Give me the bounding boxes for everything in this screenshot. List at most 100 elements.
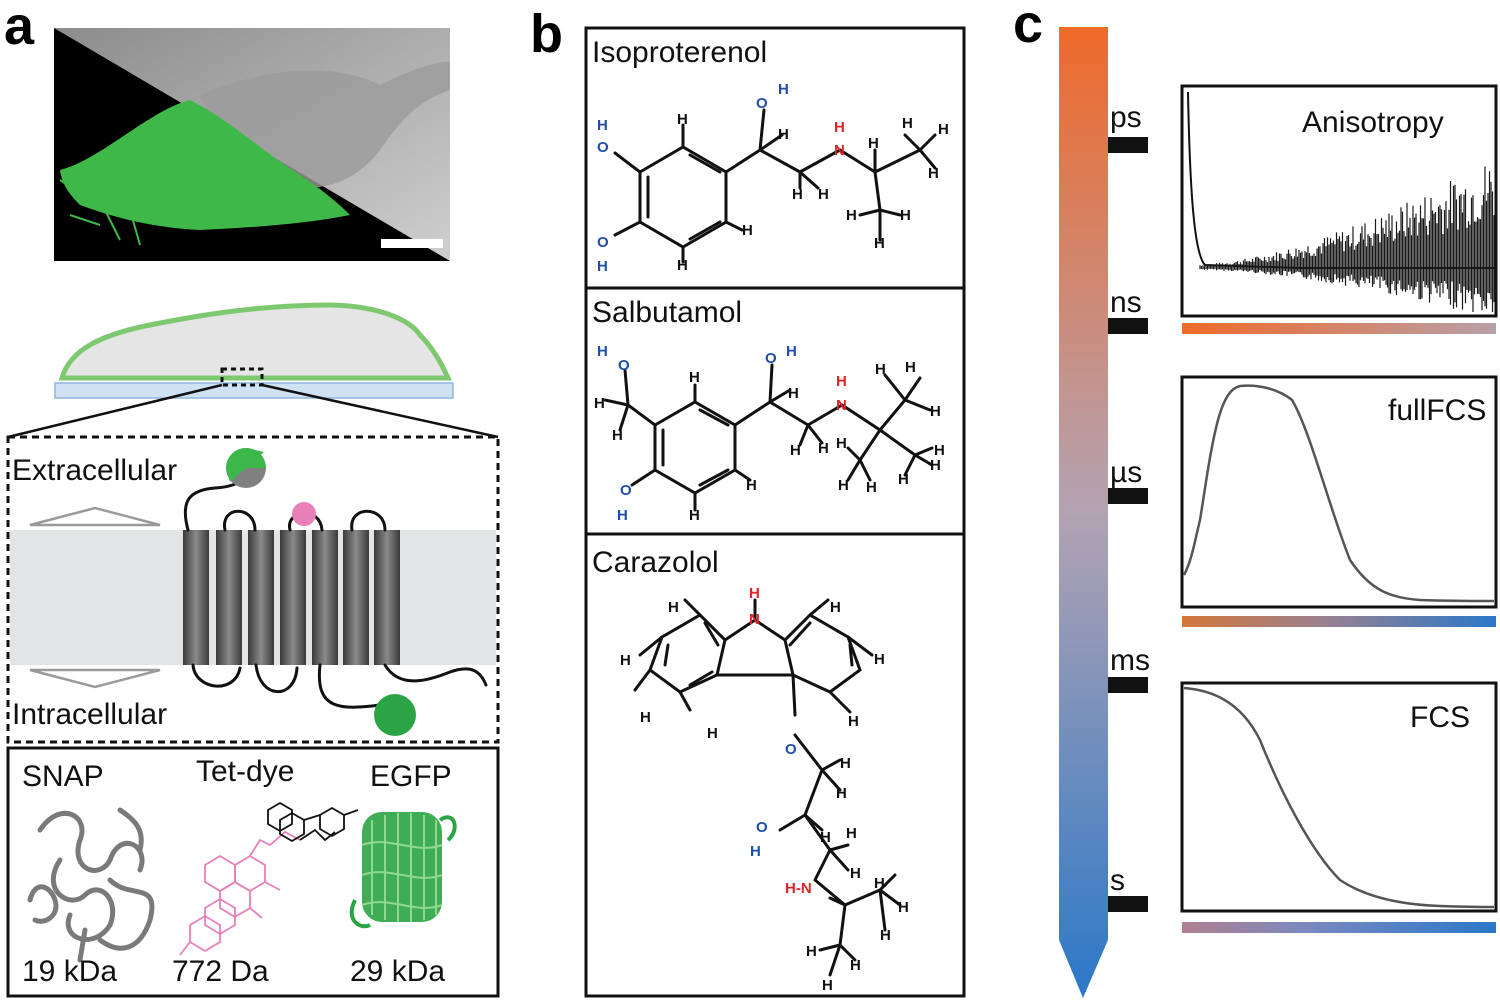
ecl3 [350,509,387,532]
svg-text:H: H [898,471,909,488]
tm-helix-4 [280,530,306,665]
svg-text:H: H [617,507,628,524]
svg-text:H: H [900,207,911,224]
svg-text:H: H [750,843,761,860]
molecule-title: Isoproterenol [592,36,767,69]
scale-bar [381,239,443,248]
range-bar-fcs [1182,922,1496,933]
svg-text:H: H [677,257,688,274]
svg-text:O: O [597,139,609,156]
timescale-label-ps: ps [1110,101,1142,134]
svg-text:H: H [668,599,679,616]
microscopy-image [54,28,450,261]
svg-text:H: H [620,652,631,669]
svg-text:O: O [756,95,768,112]
fullfcs-curve [1182,384,1495,603]
svg-text:H: H [597,117,608,134]
ecl1 [223,509,257,532]
n-terminus-loop [183,476,247,532]
svg-text:H: H [836,435,847,452]
svg-text:O: O [618,357,630,374]
svg-text:H: H [846,825,857,842]
svg-text:H: H [836,785,847,802]
svg-text:O: O [785,741,797,758]
tick-ms [1108,677,1148,693]
labels-box-outline [6,746,500,998]
coverslip [54,382,454,399]
cell-cross-section [7,302,499,439]
tm-helix-6 [343,530,369,665]
tm-helix-1 [183,530,209,665]
svg-text:H: H [898,899,909,916]
tm-helix-3 [248,530,274,665]
svg-text:H: H [902,115,913,132]
svg-text:O: O [756,819,768,836]
tick-ns [1108,318,1148,334]
svg-text:H: H [830,599,841,616]
label-size-egfp: 29 kDa [350,955,445,988]
label-size-tet-dye: 772 Da [172,955,269,988]
tet-dye-structure [179,801,359,956]
svg-text:H: H [818,186,829,203]
range-bar-anisotropy [1182,323,1496,334]
molecule-box-salbutamol: Salbutamol H O O H O H H N H H H H H H H… [584,286,966,536]
tm-helix-2 [216,530,242,665]
timescale-label-ms: ms [1110,644,1150,677]
svg-text:H: H [874,875,885,892]
svg-text:H: H [850,957,861,974]
fcs-plot: FCS [1180,681,1498,933]
cell-fluorescence [60,100,350,230]
carazolol-structure: H N O O H H-N H H H H H H H H H H H H H … [620,585,909,994]
tm-helix-5 [312,530,338,665]
extracellular-triangle [29,506,161,527]
svg-text:H: H [594,395,605,412]
salbutamol-structure: H O O H O H H N H H H H H H H H H H H H … [594,343,945,524]
svg-text:H: H [677,111,688,128]
svg-text:H: H [786,343,797,360]
label-name-egfp: EGFP [370,760,452,793]
plot-title-anisotropy: Anisotropy [1302,106,1444,139]
svg-text:H: H [822,977,833,994]
svg-text:H: H [778,81,789,98]
plot-frame [1180,375,1498,609]
isoproterenol-structure: H O O H O H H N H H H H H H H H H H H H … [597,81,949,275]
svg-text:H: H [746,477,757,494]
svg-text:H: H [934,442,945,459]
anisotropy-curve [1187,91,1494,269]
timescale-label-s: s [1110,864,1125,897]
svg-text:H: H [749,585,760,602]
svg-text:H: H [707,725,718,742]
anisotropy-noise-trace [1199,166,1495,312]
svg-text:O: O [597,234,609,251]
svg-text:H: H [818,440,829,457]
svg-text:H: H [874,651,885,668]
tick-us [1108,488,1148,504]
svg-text:H: H [930,457,941,474]
zoom-box-outline [6,435,500,744]
svg-text:H: H [880,927,891,944]
snap-tag-dot [226,448,266,488]
panel-b-letter: b [530,4,563,64]
plot-title-fullfcs: fullFCS [1388,394,1486,427]
tm-helix-7 [374,530,400,665]
anisotropy-plot: Anisotropy [1180,84,1498,334]
svg-text:N: N [836,397,847,414]
svg-text:H: H [597,258,608,275]
zoom-line-left [7,383,223,439]
label-name-snap: SNAP [22,760,104,793]
icl3-tail [383,663,488,687]
svg-text:H: H [930,403,941,420]
fcs-curve [1183,686,1495,909]
svg-text:H: H [838,477,849,494]
tick-s [1108,896,1148,912]
molecule-title: Carazolol [592,546,719,579]
icl1 [191,663,242,688]
svg-text:H: H [612,427,623,444]
plot-title-fcs: FCS [1410,701,1470,734]
svg-text:H: H [778,126,789,143]
svg-text:H: H [820,829,831,846]
cell-outline [58,302,452,381]
svg-text:H: H [938,121,949,138]
timescale-arrow: ps ns µs ms s [1059,27,1150,998]
svg-text:H: H [848,713,859,730]
